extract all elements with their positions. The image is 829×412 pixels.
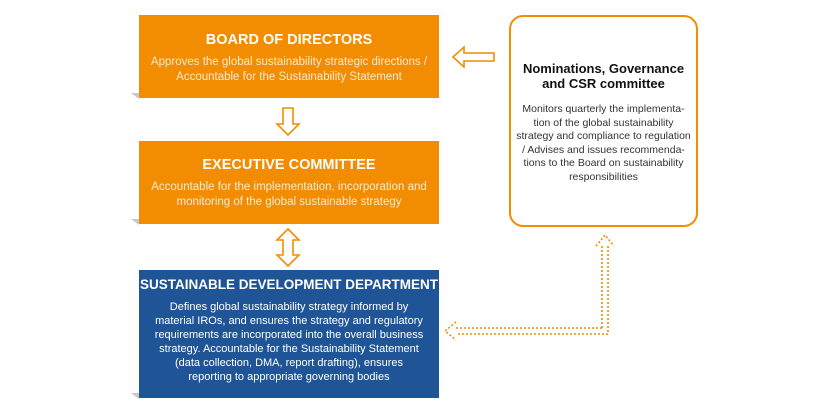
board-description-line: Approves the global sustainability strat…	[150, 56, 428, 68]
sustainable-development-department-box: SUSTAINABLE DEVELOPMENT DEPARTMENT Defin…	[139, 270, 439, 398]
down-arrow-icon	[275, 107, 301, 137]
sdd-description-line: Defines global sustainability strategy i…	[169, 301, 409, 313]
sdd-description-line: requirements are incorporated into the o…	[154, 329, 424, 341]
board-title: BOARD OF DIRECTORS	[205, 32, 373, 48]
committee-description-line: tions to the Board on sustainability	[523, 157, 684, 169]
committee-title: Nominations, Governance and CSR committe…	[511, 61, 696, 91]
sdd-description-line: material IROs, and ensures the strategy …	[155, 315, 423, 327]
sdd-description-line: (data collection, DMA, report drafting),…	[174, 357, 404, 369]
board-description: Approves the global sustainability strat…	[139, 55, 439, 85]
committee-description-line: Monitors quarterly the implementa-	[522, 103, 685, 115]
executive-description-line: Accountable for the implementation, inco…	[151, 181, 427, 193]
committee-description-line: responsibilities	[569, 170, 638, 183]
board-fold	[131, 93, 139, 99]
double-arrow-icon	[275, 227, 301, 268]
committee-description-line: tion of the global sustainability	[533, 116, 674, 129]
nominations-committee-box: Nominations, Governance and CSR committe…	[509, 15, 698, 227]
dotted-connector-icon	[443, 233, 615, 341]
executive-description-line: monitoring of the global sustainable str…	[176, 196, 402, 208]
board-description-line: Accountable for the Sustainability State…	[176, 71, 402, 83]
sdd-title: SUSTAINABLE DEVELOPMENT DEPARTMENT	[139, 277, 438, 292]
sdd-description-line: reporting to appropriate governing bodie…	[188, 371, 390, 383]
executive-description: Accountable for the implementation, inco…	[139, 180, 439, 210]
committee-description: Monitors quarterly the implementa- tion …	[511, 103, 696, 184]
committee-description-line: strategy and compliance to regulation	[516, 130, 691, 142]
sdd-fold	[131, 393, 139, 399]
sdd-description-line: strategy. Accountable for the Sustainabi…	[159, 343, 419, 355]
committee-description-line: / Advises and issues recommenda-	[522, 143, 685, 156]
left-arrow-icon	[451, 45, 495, 69]
board-of-directors-box: BOARD OF DIRECTORS Approves the global s…	[139, 15, 439, 98]
executive-title: EXECUTIVE COMMITTEE	[202, 157, 376, 173]
executive-committee-box: EXECUTIVE COMMITTEE Accountable for the …	[139, 141, 439, 224]
sdd-description: Defines global sustainability strategy i…	[139, 300, 439, 384]
committee-title-line: Nominations, Governance	[522, 61, 685, 76]
committee-title-line: and CSR committee	[542, 76, 665, 91]
executive-fold	[131, 219, 139, 225]
